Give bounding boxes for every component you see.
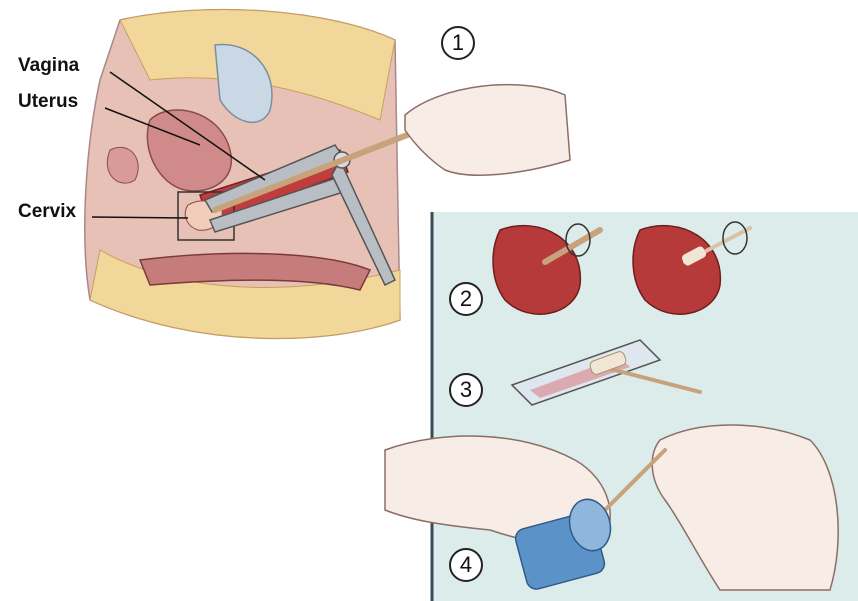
anatomy-cross-section	[85, 10, 400, 339]
label-vagina: Vagina	[18, 56, 79, 75]
cervix-leader	[92, 217, 188, 218]
label-uterus: Uterus	[18, 92, 78, 111]
upper-hand	[405, 85, 570, 176]
step-3-marker: 3	[449, 373, 483, 407]
step-2-marker: 2	[449, 282, 483, 316]
step-4-marker: 4	[449, 548, 483, 582]
step-1-marker: 1	[441, 26, 475, 60]
label-cervix: Cervix	[18, 202, 76, 221]
